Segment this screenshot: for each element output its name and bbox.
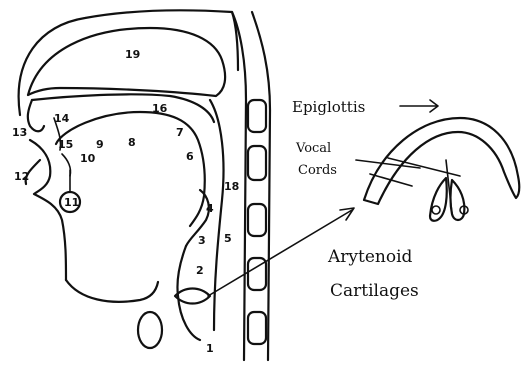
- arytenoid-left: [430, 178, 447, 221]
- label-arytenoid: Arytenoid: [327, 247, 413, 267]
- number-7: 7: [176, 126, 184, 139]
- detail-epiglottis: [364, 118, 519, 204]
- vertebra-1: [248, 100, 266, 132]
- pointer-arrow-head: [340, 208, 354, 220]
- number-1: 1: [206, 342, 214, 355]
- number-4: 4: [206, 202, 214, 215]
- number-14: 14: [54, 112, 70, 125]
- number-2: 2: [196, 264, 204, 277]
- number-5: 5: [224, 232, 232, 245]
- number-13: 13: [12, 126, 27, 139]
- number-19: 19: [125, 48, 140, 61]
- arytenoid-dot-left: [432, 206, 440, 214]
- label-vocal: Vocal: [295, 141, 331, 156]
- label-epiglottis: Epiglottis: [292, 98, 365, 116]
- number-9: 9: [96, 138, 104, 151]
- nasal-cavity: [28, 28, 225, 96]
- number-11: 11: [64, 196, 79, 209]
- spine-back: [252, 12, 270, 360]
- pharynx-back-wall: [210, 100, 224, 330]
- number-18: 18: [224, 180, 239, 193]
- epiglottis-pointer: [400, 100, 438, 112]
- number-16: 16: [152, 102, 168, 115]
- number-10: 10: [80, 152, 96, 165]
- trachea: [138, 312, 162, 348]
- skull-outline: [19, 10, 238, 115]
- number-12: 12: [14, 170, 29, 183]
- pharynx-front-wall: [66, 280, 158, 302]
- vertebra-2: [248, 146, 266, 180]
- number-15: 15: [58, 138, 73, 151]
- vertebra-5: [248, 312, 266, 344]
- larynx-wall: [177, 246, 200, 340]
- number-3: 3: [198, 234, 206, 247]
- jaw-outline: [30, 140, 66, 280]
- glottis-lens: [175, 289, 210, 304]
- number-6: 6: [186, 150, 194, 163]
- upper-lip: [28, 100, 44, 131]
- number-8: 8: [128, 136, 136, 149]
- label-cords: Cords: [298, 163, 337, 178]
- label-cartilages: Cartilages: [330, 281, 419, 301]
- vocal-cord-line-2: [370, 174, 412, 186]
- vertebra-3: [248, 204, 266, 236]
